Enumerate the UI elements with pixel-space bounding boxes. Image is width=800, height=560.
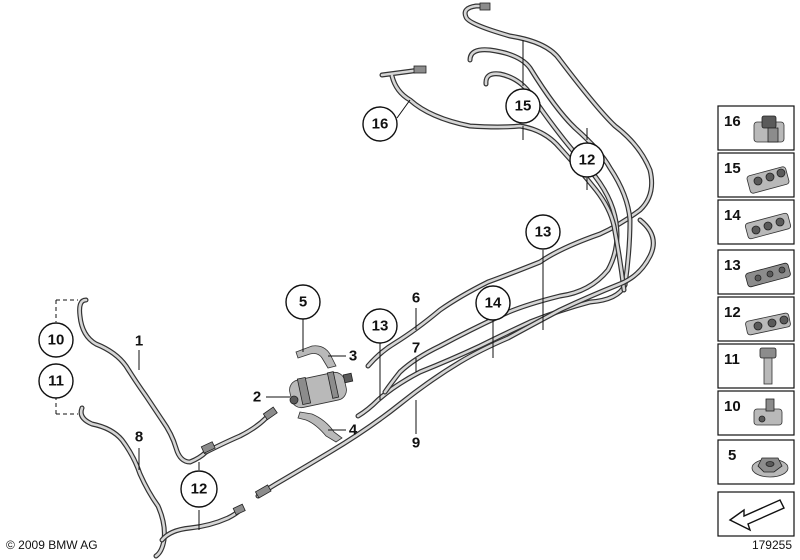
- label-4: 4: [349, 422, 358, 439]
- fuel-filter: [289, 371, 354, 409]
- legend-item-12-number: 12: [724, 304, 741, 321]
- label-9: 9: [412, 435, 420, 452]
- callout-16-label: 16: [372, 116, 389, 133]
- callout-13-right-label: 13: [535, 224, 552, 241]
- callout-13-left-label: 13: [372, 318, 389, 335]
- callout-14: 14: [475, 285, 511, 321]
- clip-13-icon: [745, 262, 791, 288]
- callout-16: 16: [362, 106, 398, 142]
- legend-item-13: 13: [717, 249, 795, 295]
- screw-icon: [759, 347, 777, 385]
- callout-12-upper-label: 12: [579, 152, 596, 169]
- legend-item-11-number: 11: [724, 351, 740, 368]
- legend-item-14: 14: [717, 199, 795, 245]
- leader-lines: [55, 40, 588, 530]
- callout-12-upper: 12: [569, 142, 605, 178]
- callout-13-left: 13: [362, 308, 398, 344]
- callout-14-label: 14: [485, 295, 502, 312]
- label-7: 7: [412, 340, 420, 357]
- holder-bracket-upper: [295, 345, 337, 369]
- callout-10-label: 10: [48, 332, 65, 349]
- nut-icon: [751, 457, 789, 478]
- legend-item-15-number: 15: [724, 160, 741, 177]
- callout-11-label: 11: [48, 373, 64, 390]
- label-3: 3: [349, 348, 357, 365]
- clip-14-icon: [744, 212, 792, 240]
- legend-item-16-number: 16: [724, 113, 741, 130]
- label-8: 8: [135, 429, 143, 446]
- fuel-pipes: [77, 3, 656, 559]
- callout-10: 10: [38, 322, 74, 358]
- callout-5-label: 5: [299, 294, 307, 311]
- legend-item-13-number: 13: [724, 257, 741, 274]
- callout-12-lower: 12: [180, 470, 218, 508]
- legend-arrow-box: [717, 491, 795, 537]
- parts-legend: 16 15 14: [717, 105, 795, 537]
- legend-item-5: 5: [717, 439, 795, 485]
- legend-item-11: 11: [717, 343, 795, 389]
- holder-bracket-lower: [297, 411, 343, 443]
- legend-item-16: 16: [717, 105, 795, 151]
- legend-item-15: 15: [717, 152, 795, 198]
- callout-11: 11: [38, 363, 74, 399]
- legend-item-10-number: 10: [724, 398, 741, 415]
- callout-5: 5: [285, 284, 321, 320]
- label-2: 2: [253, 389, 261, 406]
- label-1: 1: [135, 333, 143, 350]
- callout-13-right: 13: [525, 214, 561, 250]
- legend-item-5-number: 5: [728, 447, 736, 464]
- clip-10-icon: [753, 398, 783, 426]
- label-6: 6: [412, 290, 420, 307]
- copyright: © 2009 BMW AG: [6, 538, 98, 552]
- arrow-icon: [728, 499, 785, 532]
- drawing-number: 179255: [751, 538, 792, 552]
- callout-15: 15: [505, 88, 541, 124]
- legend-item-14-number: 14: [724, 207, 741, 224]
- clip-15-icon: [746, 166, 790, 194]
- legend-item-10: 10: [717, 390, 795, 436]
- legend-item-12: 12: [717, 296, 795, 342]
- callout-15-label: 15: [515, 98, 532, 115]
- pipe-fittings: [200, 2, 491, 516]
- callout-12-lower-label: 12: [191, 481, 208, 498]
- clip-16-icon: [753, 115, 785, 143]
- clip-12-icon: [745, 312, 791, 336]
